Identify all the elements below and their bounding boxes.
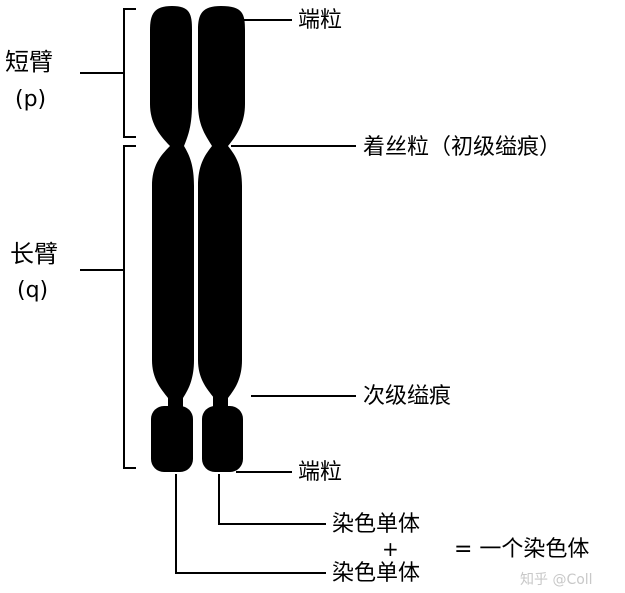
arm-brackets — [80, 9, 136, 468]
right-chromatid-satellite — [202, 406, 243, 472]
short-arm-bracket — [124, 9, 136, 137]
plus-sign: + — [382, 537, 399, 561]
centromere-label: 着丝粒（初级缢痕） — [363, 135, 561, 160]
secondary-constriction-label: 次级缢痕 — [363, 384, 451, 409]
right-chromatid — [198, 6, 245, 472]
left-chromatid-satellite — [151, 406, 193, 472]
left-chromatid — [150, 6, 194, 472]
long-arm-bracket — [124, 146, 136, 468]
chromatid-1-label: 染色单体 — [332, 512, 420, 537]
chromatid-2-label: 染色单体 — [332, 561, 420, 586]
equals-one-chromosome-label: = 一个染色体 — [454, 537, 589, 562]
right-chromatid-long-arm — [198, 146, 242, 398]
short-arm-label: 短臂 — [5, 48, 53, 76]
short-arm-symbol: (p) — [15, 87, 46, 112]
long-arm-label: 长臂 — [10, 240, 58, 268]
long-arm-symbol: (q) — [17, 278, 48, 303]
telomere-bottom-label: 端粒 — [298, 460, 342, 485]
right-chromatid-short-arm — [198, 6, 245, 146]
left-chromatid-long-arm — [152, 146, 194, 398]
watermark: 知乎 @Coll — [520, 571, 593, 588]
left-chromatid-short-arm — [150, 6, 192, 146]
telomere-top-label: 端粒 — [298, 8, 342, 33]
